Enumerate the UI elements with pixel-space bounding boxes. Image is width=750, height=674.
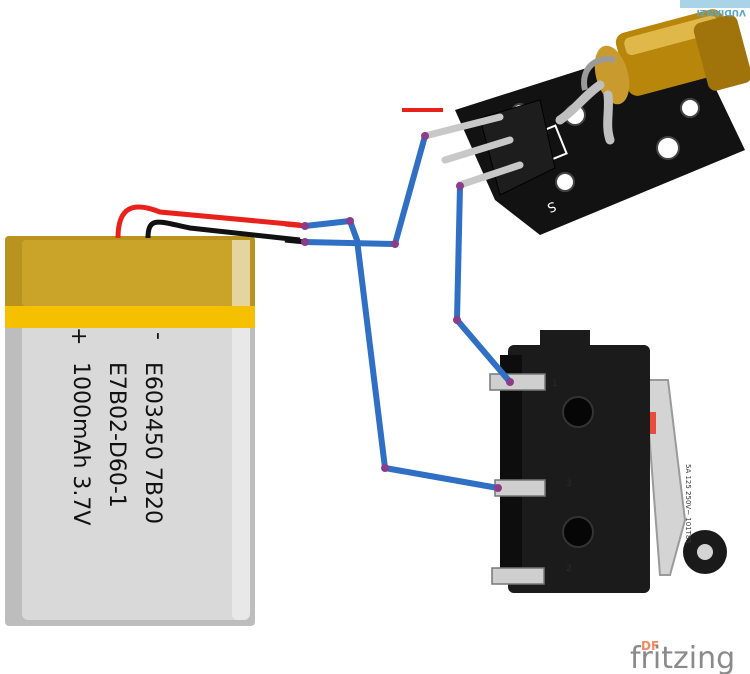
laser-pin-signal <box>456 161 524 189</box>
wire-joints <box>301 132 514 492</box>
laser-brand-mark <box>680 0 750 8</box>
laser-pin-minus <box>421 113 504 140</box>
switch-lever <box>643 379 687 576</box>
laser-diode <box>555 9 750 145</box>
switch-pin-label-3: 3 <box>566 479 572 489</box>
switch-body <box>508 345 650 593</box>
battery: - + E603450 7B20 E7B02-D60-1 1000mAh 3.7… <box>5 204 306 626</box>
switch-pin-label-1: 1 <box>552 379 558 389</box>
switch-plunger <box>540 330 590 352</box>
switch-body-side <box>500 355 522 583</box>
battery-label-line2: E7B02-D60-1 <box>104 362 129 508</box>
switch-roller-hub <box>697 544 713 560</box>
battery-yellow-strip <box>5 306 255 328</box>
battery-label-line3: 1000mAh 3.7V <box>68 362 93 525</box>
switch-pin-common <box>489 373 546 391</box>
laser-mount-hole <box>680 98 700 118</box>
microswitch: 5A 125 250V~ 101T85 1 3 2 <box>489 330 727 593</box>
switch-pin-label-2: 2 <box>566 564 572 574</box>
wire-battery-positive <box>302 218 501 491</box>
battery-label-line1: E603450 7B20 <box>140 362 165 524</box>
switch-pin-nc <box>494 479 546 497</box>
laser-pin-vcc <box>441 136 514 164</box>
fritzing-watermark: DF fritzing <box>630 639 735 674</box>
wire-joint <box>494 484 502 492</box>
wire-joint <box>506 378 514 386</box>
battery-gold-cap-edge <box>232 240 250 306</box>
wire-laser-to-switch <box>454 183 513 385</box>
battery-lead-black <box>145 219 301 243</box>
wire-joint <box>421 132 429 140</box>
wire-joint <box>346 217 354 225</box>
battery-face <box>22 300 247 620</box>
battery-lead-red <box>115 204 301 239</box>
battery-minus: - <box>146 332 171 340</box>
battery-gold-cap-inner <box>22 240 237 306</box>
wire-joint <box>381 464 389 472</box>
wire-joint <box>301 238 309 246</box>
wire-joint <box>456 182 464 190</box>
laser-brand-logo: VUDIANZI <box>697 7 746 17</box>
wire-joint <box>391 240 399 248</box>
switch-body-print: 5A 125 250V~ 101T85 <box>684 464 692 544</box>
watermark-brand: fritzing <box>630 641 735 674</box>
wire-joint <box>301 222 309 230</box>
wires <box>302 133 513 491</box>
battery-edge-highlight <box>232 240 250 620</box>
switch-red-tab <box>646 412 656 434</box>
battery-plus: + <box>66 327 91 345</box>
switch-mount-hole <box>562 516 594 548</box>
wire-battery-negative <box>302 133 428 247</box>
wire-joint <box>453 316 461 324</box>
switch-pin-no <box>491 567 545 585</box>
laser-mount-hole <box>555 172 575 192</box>
laser-module: S S VUDIANZI <box>402 0 750 235</box>
laser-mount-hole <box>656 136 680 160</box>
watermark-prefix: DF <box>641 639 659 653</box>
switch-mount-hole <box>562 396 594 428</box>
